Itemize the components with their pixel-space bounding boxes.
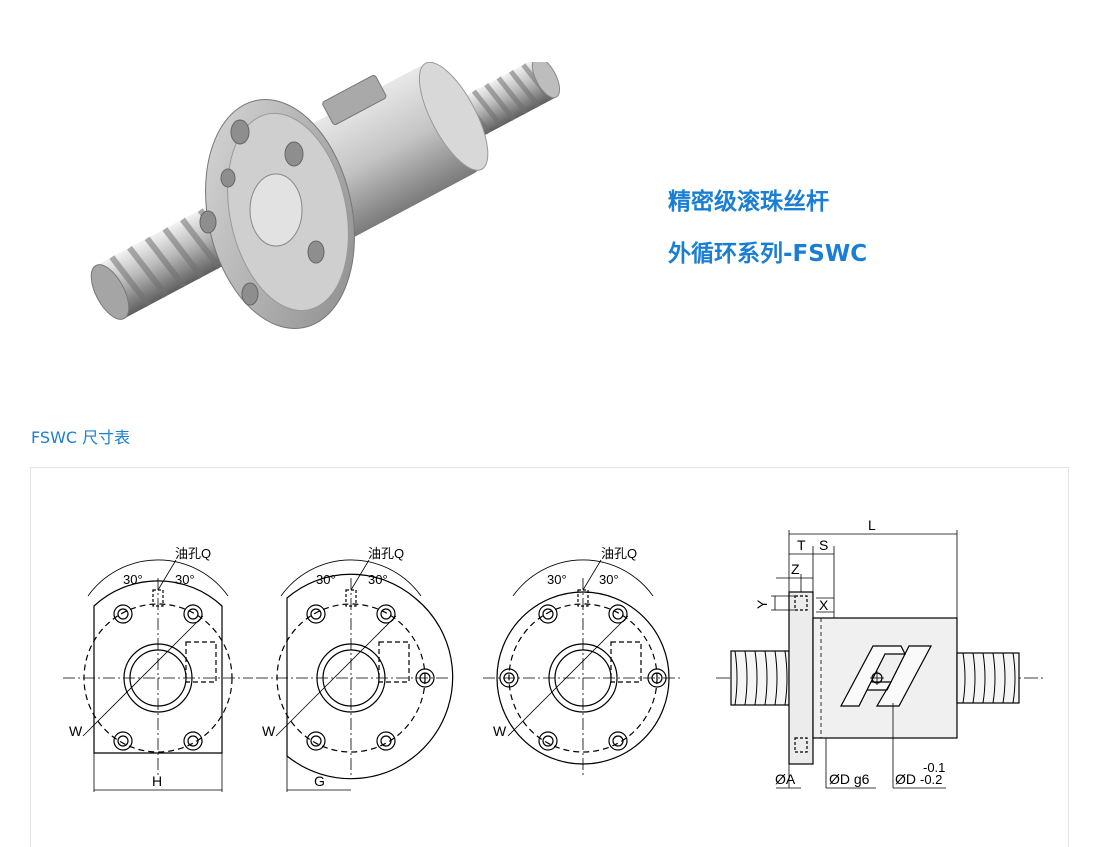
l-label: L: [868, 517, 876, 533]
oa-label: ØA: [775, 771, 796, 787]
technical-drawing-panel: 油孔Q 30° 30° W H 油孔Q 30° 30° W G 油孔Q 30° …: [30, 467, 1069, 847]
z-label: Z: [791, 561, 800, 577]
angle-right-3: 30°: [599, 572, 619, 587]
front-view-flat-one: [256, 559, 454, 792]
od-tol-lower: -0.2: [920, 772, 942, 787]
x-label: X: [819, 597, 829, 613]
t-label: T: [797, 537, 806, 553]
angle-right-1: 30°: [175, 572, 195, 587]
angle-left-2: 30°: [316, 572, 336, 587]
side-view: [716, 530, 1046, 789]
w-label-3: W: [493, 723, 507, 739]
section-label: FSWC 尺寸表: [31, 428, 131, 447]
oil-hole-label-1: 油孔Q: [175, 546, 211, 561]
w-label-1: W: [69, 723, 83, 739]
technical-drawing: 油孔Q 30° 30° W H 油孔Q 30° 30° W G 油孔Q 30° …: [63, 517, 1046, 792]
product-image: [90, 62, 560, 329]
od-label: ØD: [895, 771, 916, 787]
y-label: Y: [754, 599, 770, 609]
front-view-round: [483, 559, 683, 778]
angle-left-3: 30°: [547, 572, 567, 587]
front-view-flat-both: [63, 559, 253, 792]
s-label: S: [819, 537, 828, 553]
angle-right-2: 30°: [368, 572, 388, 587]
g-label: G: [314, 773, 325, 789]
oil-hole-label-3: 油孔Q: [601, 546, 637, 561]
product-title-line1: 精密级滚珠丝杆: [668, 189, 829, 215]
oil-hole-label-2: 油孔Q: [368, 546, 404, 561]
od-tol-upper: -0.1: [923, 760, 945, 775]
h-label: H: [152, 773, 162, 789]
odg6-label: ØD g6: [829, 771, 870, 787]
w-label-2: W: [262, 723, 276, 739]
product-title-line2: 外循环系列-FSWC: [668, 241, 868, 267]
angle-left-1: 30°: [123, 572, 143, 587]
